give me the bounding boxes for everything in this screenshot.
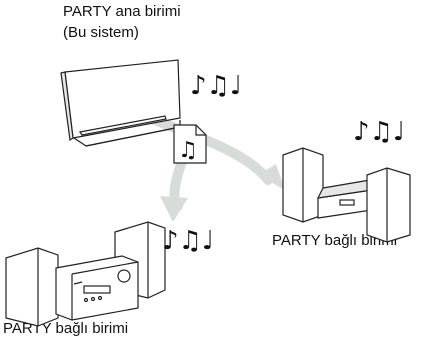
party-guest-left-system [5,221,166,327]
party-host-speaker [60,59,181,147]
music-notes-icon: ♪♫♩ [190,71,242,101]
party-guest-right-label: PARTY bağlı birimi [272,232,398,249]
curved-arrow-icon [145,113,285,190]
party-host-label: PARTY ana birimi [63,3,181,20]
svg-text:♪♫♩: ♪♫♩ [353,117,405,147]
music-file-icon: ♫ [173,124,207,164]
svg-text:♪♫♩: ♪♫♩ [190,71,242,101]
music-notes-icon: ♪♫♩ [353,117,405,147]
party-host-sublabel: (Bu sistem) [63,24,139,41]
svg-text:♪♫♩: ♪♫♩ [162,226,214,256]
music-notes-icon: ♪♫♩ [162,226,214,256]
party-guest-right-system [282,147,411,243]
svg-text:♫: ♫ [178,138,198,163]
